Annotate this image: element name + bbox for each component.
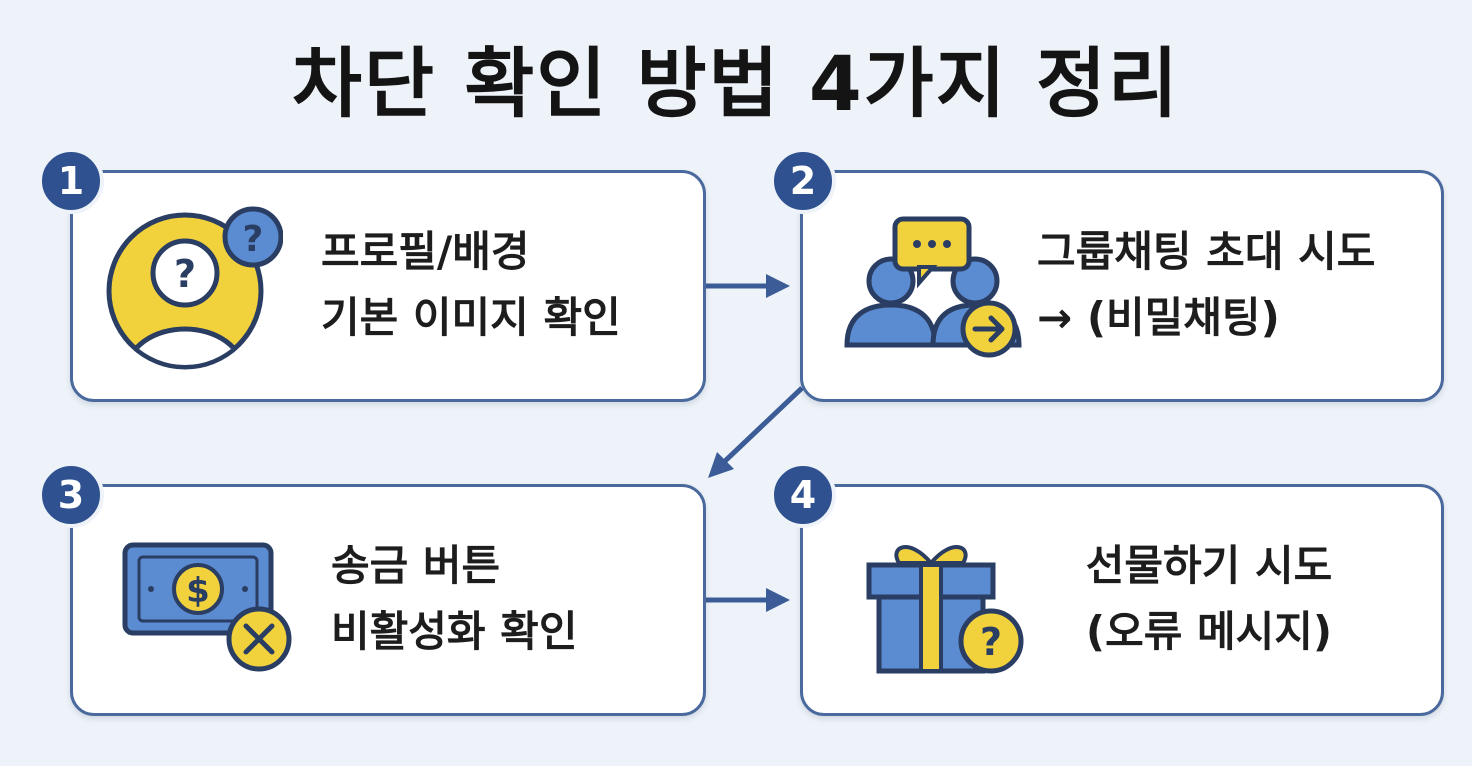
step-2-line-2: → (비밀채팅) <box>1037 293 1280 342</box>
svg-text:?: ? <box>980 620 1002 664</box>
svg-text:$: $ <box>186 571 210 611</box>
money-transfer-disabled-icon: $ <box>122 542 292 672</box>
step-1-line-2: 기본 이미지 확인 <box>321 293 621 342</box>
step-2-line-1: 그룹채팅 초대 시도 <box>1037 227 1376 276</box>
svg-text:?: ? <box>243 219 264 260</box>
step-3-label: 송금 버튼 비활성화 확인 <box>331 533 577 665</box>
step-4-line-1: 선물하기 시도 <box>1085 541 1333 590</box>
step-card-1: ? ? 프로필/배경 기본 이미지 확인 <box>70 170 706 402</box>
step-number-badge-3: 3 <box>38 462 104 528</box>
step-number-badge-1: 1 <box>38 148 104 214</box>
step-4-line-2: (오류 메시지) <box>1085 607 1333 656</box>
step-3-line-1: 송금 버튼 <box>331 541 501 590</box>
step-number-badge-2: 2 <box>770 148 836 214</box>
step-number-badge-4: 4 <box>770 462 836 528</box>
svg-text:?: ? <box>174 252 196 296</box>
step-1-label: 프로필/배경 기본 이미지 확인 <box>321 219 621 351</box>
step-card-2: 그룹채팅 초대 시도 → (비밀채팅) <box>800 170 1444 402</box>
arrow-2-to-3 <box>722 386 804 464</box>
step-4-label: 선물하기 시도 (오류 메시지) <box>1059 533 1359 665</box>
step-3-line-2: 비활성화 확인 <box>331 607 578 656</box>
group-chat-invite-icon <box>844 216 1022 358</box>
gift-question-icon: ? <box>866 545 1024 674</box>
step-card-3: $ 송금 버튼 비활성화 확인 <box>70 484 706 716</box>
profile-question-icon: ? ? <box>106 206 283 370</box>
step-1-line-1: 프로필/배경 <box>321 227 530 276</box>
step-card-4: ? 선물하기 시도 (오류 메시지) <box>800 484 1444 716</box>
step-2-label: 그룹채팅 초대 시도 → (비밀채팅) <box>1037 219 1375 351</box>
page-title: 차단 확인 방법 4가지 정리 <box>292 39 1180 128</box>
